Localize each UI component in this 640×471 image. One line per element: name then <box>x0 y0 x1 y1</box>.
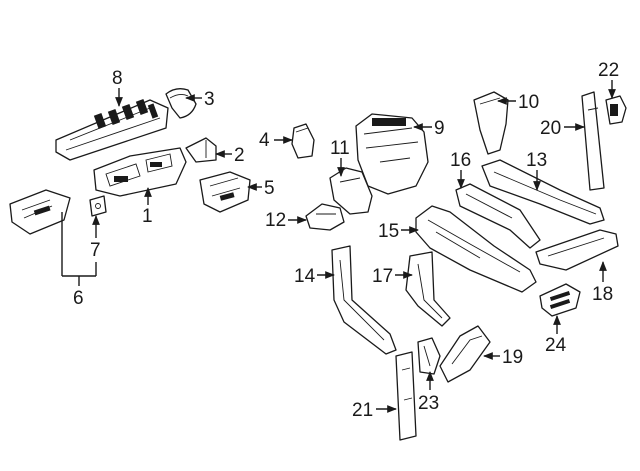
part-24-rear-vent[interactable] <box>539 283 581 317</box>
part-12-duct-section[interactable] <box>305 203 345 231</box>
part-19-rear-outlet-duct[interactable] <box>439 325 491 383</box>
part-1-center-vent-assembly[interactable] <box>93 147 187 197</box>
callout-22: 22 <box>598 60 619 99</box>
part-9-heater-housing[interactable] <box>355 113 429 195</box>
part-2-duct-adapter[interactable] <box>185 137 217 163</box>
part-3-duct-elbow[interactable] <box>165 88 197 119</box>
part-11-duct-outlet[interactable] <box>329 167 373 215</box>
svg-text:14: 14 <box>294 266 316 287</box>
svg-text:5: 5 <box>264 178 275 199</box>
svg-text:6: 6 <box>73 288 84 309</box>
svg-text:2: 2 <box>234 145 245 166</box>
part-7-clip[interactable] <box>89 195 107 217</box>
part-18-rear-duct[interactable] <box>535 229 619 271</box>
callout-6: 6 <box>61 212 97 309</box>
callout-1: 1 <box>142 187 153 227</box>
callout-23: 23 <box>418 371 439 414</box>
callout-10: 10 <box>497 92 539 113</box>
svg-text:24: 24 <box>545 335 567 356</box>
part-6-side-vent[interactable] <box>9 189 71 235</box>
svg-text:11: 11 <box>330 138 350 159</box>
part-10-upper-duct[interactable] <box>473 91 509 155</box>
part-5-floor-vent[interactable] <box>199 171 251 213</box>
callout-7: 7 <box>90 215 101 261</box>
callout-13: 13 <box>526 150 547 191</box>
svg-text:7: 7 <box>90 240 101 261</box>
part-14-rear-floor-duct[interactable] <box>331 245 397 355</box>
callout-16: 16 <box>450 150 471 189</box>
part-8-panel-duct[interactable] <box>55 99 169 161</box>
svg-text:18: 18 <box>592 284 613 305</box>
svg-text:4: 4 <box>259 130 270 151</box>
callout-24: 24 <box>545 315 567 356</box>
callout-20: 20 <box>540 118 585 139</box>
svg-text:15: 15 <box>378 221 399 242</box>
callout-18: 18 <box>592 261 613 305</box>
svg-text:21: 21 <box>352 400 373 421</box>
part-21-vertical-duct[interactable] <box>395 351 417 441</box>
callout-14: 14 <box>294 266 335 287</box>
callout-11: 11 <box>330 138 350 177</box>
callout-21: 21 <box>352 400 397 421</box>
svg-text:19: 19 <box>502 347 523 368</box>
callout-15: 15 <box>378 221 419 242</box>
part-16-floor-duct[interactable] <box>455 183 541 249</box>
callout-5: 5 <box>247 178 275 199</box>
callout-9: 9 <box>413 118 445 139</box>
part-15-floor-distribution-duct[interactable] <box>415 205 537 293</box>
svg-text:17: 17 <box>372 266 393 287</box>
part-4-duct-connector[interactable] <box>291 123 315 159</box>
svg-text:1: 1 <box>142 206 153 227</box>
callout-8: 8 <box>112 68 123 107</box>
svg-text:10: 10 <box>518 92 539 113</box>
callout-2: 2 <box>215 145 245 166</box>
svg-text:16: 16 <box>450 150 471 171</box>
callout-3: 3 <box>185 89 215 110</box>
part-13-long-duct[interactable] <box>481 159 605 225</box>
svg-text:12: 12 <box>265 210 286 231</box>
svg-text:23: 23 <box>418 393 439 414</box>
callout-17: 17 <box>372 266 413 287</box>
svg-text:22: 22 <box>598 60 619 81</box>
part-17-rear-floor-duct[interactable] <box>405 251 451 327</box>
svg-text:13: 13 <box>526 150 547 171</box>
callout-4: 4 <box>259 130 293 151</box>
part-23-duct-clip[interactable] <box>417 337 441 375</box>
part-20-vertical-duct[interactable] <box>581 91 605 191</box>
callout-19: 19 <box>483 347 523 368</box>
svg-text:8: 8 <box>112 68 123 89</box>
svg-text:9: 9 <box>434 118 445 139</box>
svg-text:20: 20 <box>540 118 561 139</box>
callout-12: 12 <box>265 210 307 231</box>
svg-text:3: 3 <box>204 89 215 110</box>
part-22-vent-cap[interactable] <box>605 95 627 125</box>
